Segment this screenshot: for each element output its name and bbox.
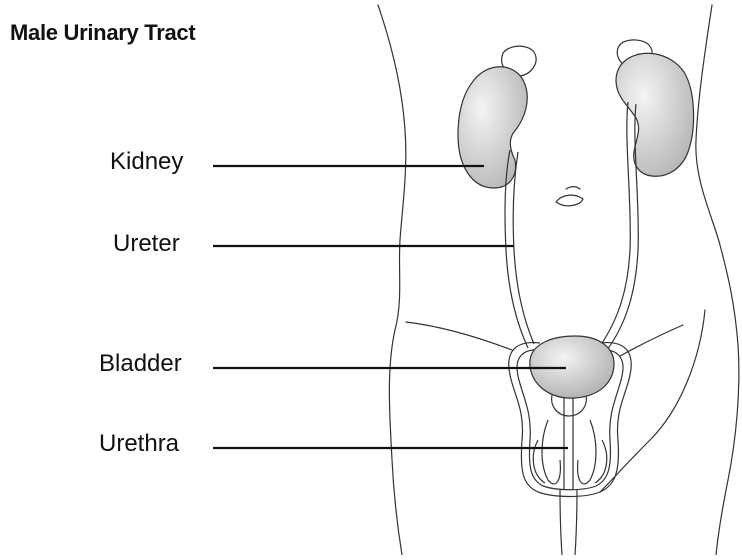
ureter-right-inner xyxy=(607,104,638,350)
navel-top xyxy=(566,187,580,189)
leg-line-right xyxy=(575,490,577,555)
leg-line-left xyxy=(560,490,562,555)
body-outline-left xyxy=(378,5,406,555)
leader-lines xyxy=(213,166,568,448)
testis-right xyxy=(595,440,607,483)
seminal-left xyxy=(542,420,560,484)
navel xyxy=(556,195,583,206)
label-urethra: Urethra xyxy=(99,430,179,458)
groin-line-right xyxy=(620,325,683,356)
testis-left xyxy=(533,440,545,483)
ureter-right-outer xyxy=(600,102,630,346)
label-ureter: Ureter xyxy=(113,230,180,258)
diagram-title: Male Urinary Tract xyxy=(10,20,195,46)
label-bladder: Bladder xyxy=(99,350,182,378)
seminal-right xyxy=(578,420,596,484)
label-kidney: Kidney xyxy=(110,148,183,176)
groin-line-left xyxy=(406,322,512,350)
body-outline-right xyxy=(696,5,739,555)
ureters xyxy=(505,102,638,350)
